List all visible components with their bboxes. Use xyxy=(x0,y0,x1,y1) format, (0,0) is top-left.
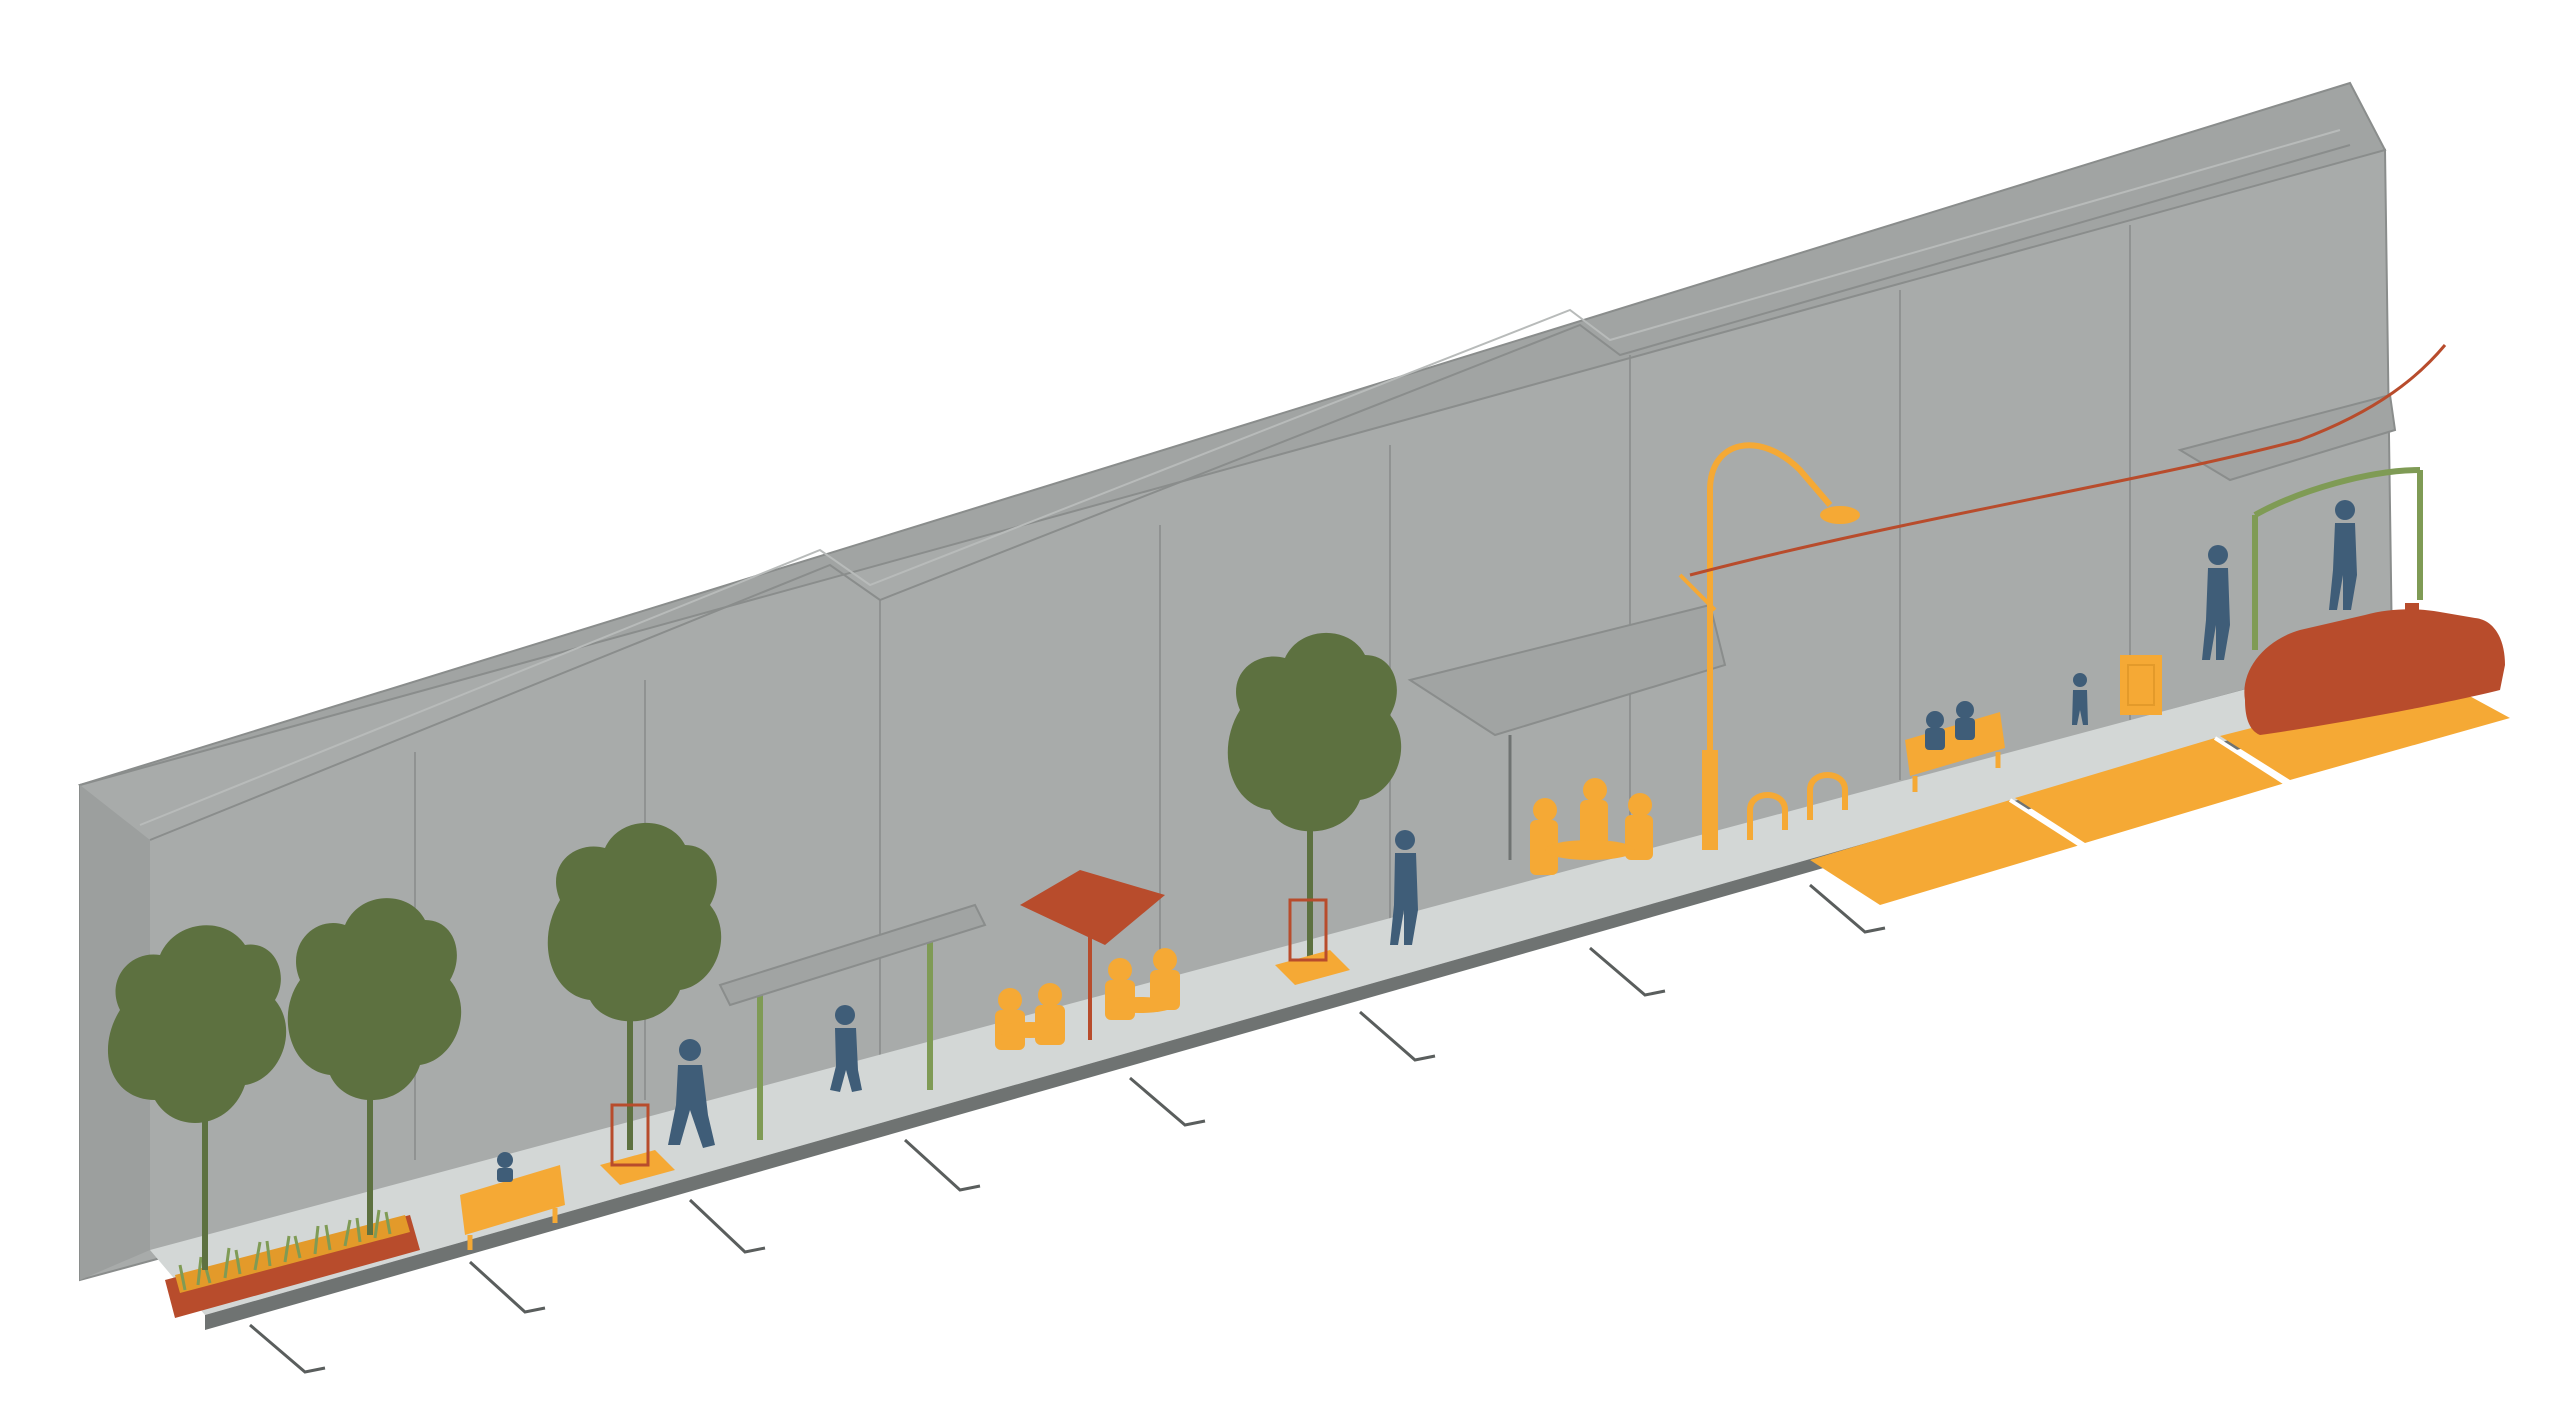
building-facade xyxy=(77,81,2394,1282)
tree-1 xyxy=(107,925,287,1270)
parked-car xyxy=(2244,603,2505,735)
person-seated-1 xyxy=(1925,711,1945,750)
parklet xyxy=(1810,680,2510,905)
person-child xyxy=(2072,673,2088,725)
awning-1 xyxy=(718,903,987,1007)
benches xyxy=(460,712,2005,1250)
tree-guard-1 xyxy=(610,1103,650,1167)
overhead-wire xyxy=(1689,344,2447,577)
trash-bin xyxy=(2120,655,2162,715)
awning-3 xyxy=(2177,393,2397,482)
person-walking xyxy=(668,1039,715,1148)
person-standing-3 xyxy=(2329,500,2357,610)
person-bench xyxy=(497,1152,513,1182)
person-standing-1 xyxy=(1390,830,1418,945)
tree-3 xyxy=(547,822,722,1150)
light-head xyxy=(1820,506,1860,524)
arbor-2 xyxy=(2252,467,2423,650)
tree-grate-2 xyxy=(1275,950,1350,985)
cafe-group-2 xyxy=(1105,948,1180,1020)
street-light xyxy=(1678,442,1860,850)
bench-1 xyxy=(460,1165,565,1250)
bike-rack-1 xyxy=(1747,792,1788,840)
person-seated-2 xyxy=(1955,701,1975,740)
planter-bed xyxy=(165,1209,420,1318)
bench-2 xyxy=(1905,712,2005,792)
planter-plants xyxy=(178,1209,392,1291)
bike-rack-2 xyxy=(1807,772,1848,820)
cornice-line xyxy=(149,144,2351,841)
awning-2 xyxy=(1407,603,1727,737)
parking-stall-lines xyxy=(249,883,1886,1374)
tree-guards xyxy=(600,898,1350,1185)
street-trees xyxy=(107,632,1402,1270)
cornice-line-inner xyxy=(139,129,2341,826)
car-body xyxy=(2244,609,2505,735)
umbrella-canopy xyxy=(1020,870,1165,945)
pedestrians xyxy=(497,500,2357,1182)
awnings xyxy=(718,393,2397,1007)
bike-racks xyxy=(1747,772,1848,840)
cafe-group-3 xyxy=(1530,778,1653,875)
tree-2 xyxy=(287,898,462,1235)
light-pole xyxy=(1707,442,1833,850)
parklet-deck-2 xyxy=(2015,738,2285,843)
person-standing-2 xyxy=(2202,545,2230,660)
cafe-group-1 xyxy=(995,983,1065,1050)
parklet-deck-1 xyxy=(1810,800,2080,905)
building-front xyxy=(79,148,2394,1282)
parklet-deck-3 xyxy=(2220,680,2510,780)
cafe-tables xyxy=(995,778,1653,1050)
tree-guard-2 xyxy=(1288,898,1328,962)
tree-4 xyxy=(1227,632,1402,960)
person-arbor xyxy=(830,1005,862,1092)
tree-grate-1 xyxy=(600,1150,675,1185)
cafe-umbrella xyxy=(1020,870,1165,1040)
